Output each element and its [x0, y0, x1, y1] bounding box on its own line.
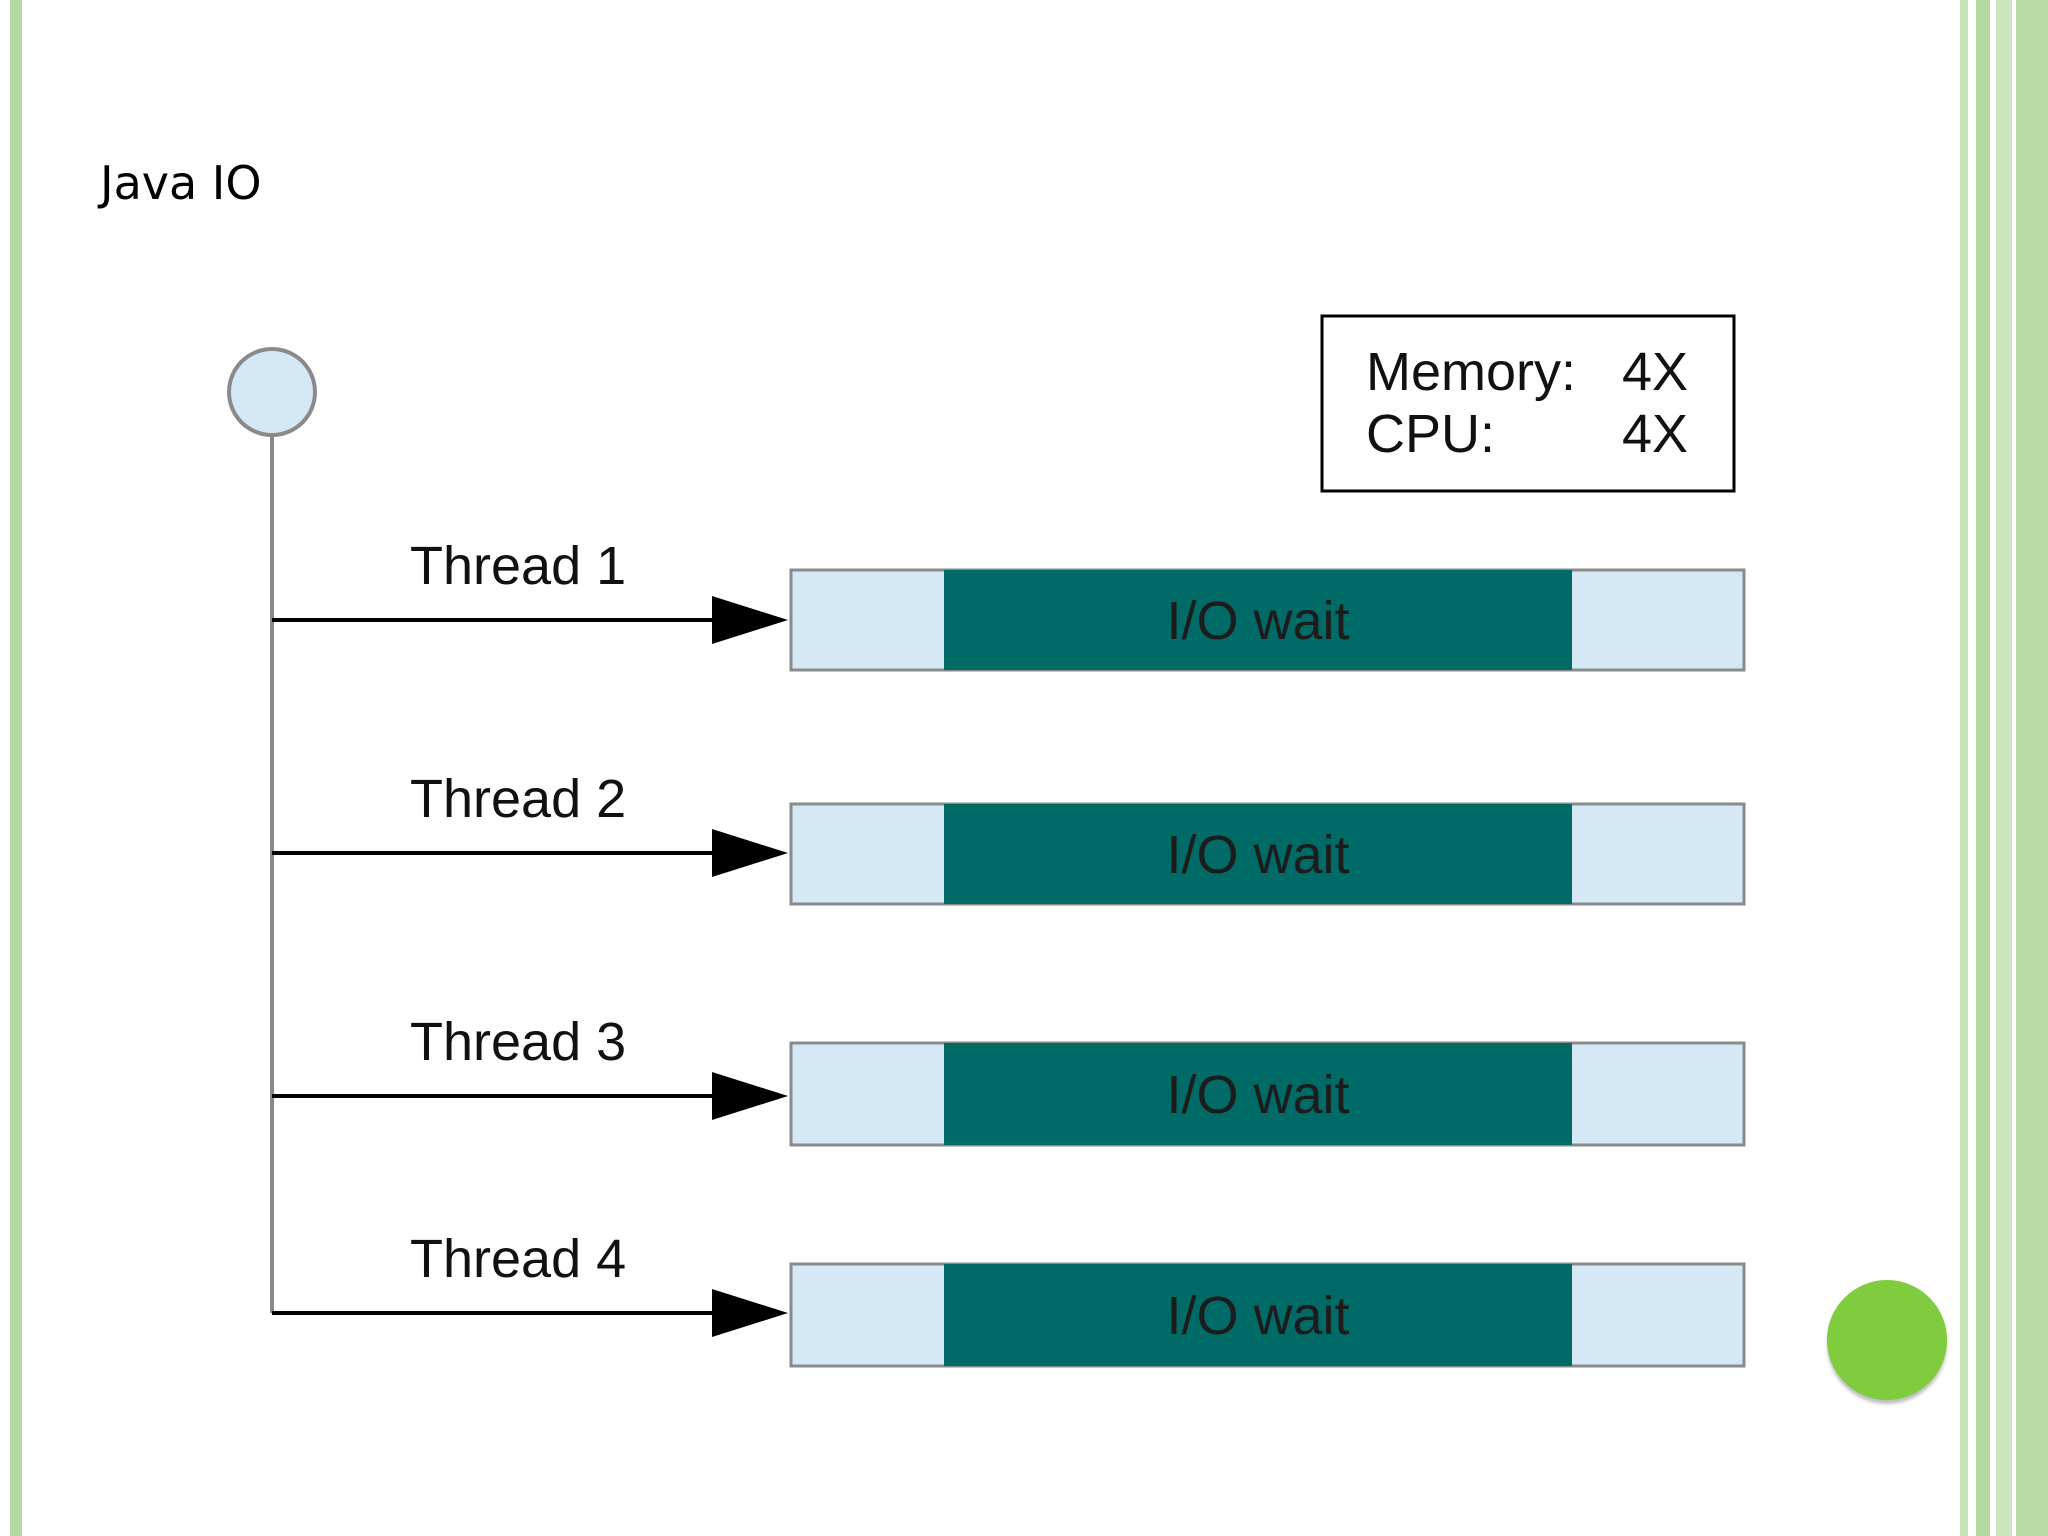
- right-border-stripe: [1976, 0, 1990, 1536]
- thread-label: Thread 2: [410, 769, 626, 829]
- io-wait-segment: [944, 804, 1572, 904]
- thread-row: Thread 1 I/O wait: [272, 536, 1746, 672]
- io-wait-label: I/O wait: [1166, 1286, 1349, 1346]
- thread-row: Thread 2 I/O wait: [272, 769, 1746, 906]
- io-wait-label: I/O wait: [1166, 591, 1349, 651]
- io-wait-segment: [944, 1043, 1572, 1145]
- io-wait-label: I/O wait: [1166, 825, 1349, 885]
- thread-arrowhead: [712, 1289, 788, 1337]
- thread-arrowhead: [712, 596, 788, 644]
- legend-cpu-value: 4X: [1622, 404, 1688, 464]
- thread-row: Thread 3 I/O wait: [272, 1012, 1746, 1147]
- io-wait-label: I/O wait: [1166, 1065, 1349, 1125]
- thread-label: Thread 4: [410, 1229, 626, 1289]
- right-border-stripe: [1996, 0, 2012, 1536]
- slide-title: Java IO: [100, 156, 262, 210]
- legend-memory-value: 4X: [1622, 342, 1688, 402]
- legend-memory-label: Memory:: [1366, 342, 1576, 402]
- left-border-stripe: [10, 0, 22, 1536]
- right-border-stripe: [1960, 0, 1968, 1536]
- start-node: [227, 347, 317, 437]
- right-border-stripe: [2016, 0, 2048, 1536]
- thread-arrowhead: [712, 829, 788, 877]
- legend-frame: [1320, 314, 1736, 493]
- io-wait-segment: [944, 570, 1572, 670]
- thread-label: Thread 3: [410, 1012, 626, 1072]
- legend-cpu-label: CPU:: [1366, 404, 1495, 464]
- legend-box: Memory: 4X CPU: 4X: [1320, 314, 1736, 493]
- decorative-circle: [1827, 1280, 1947, 1400]
- io-wait-segment: [944, 1264, 1572, 1366]
- thread-row: Thread 4 I/O wait: [272, 1229, 1746, 1368]
- thread-label: Thread 1: [410, 536, 626, 596]
- thread-arrowhead: [712, 1072, 788, 1120]
